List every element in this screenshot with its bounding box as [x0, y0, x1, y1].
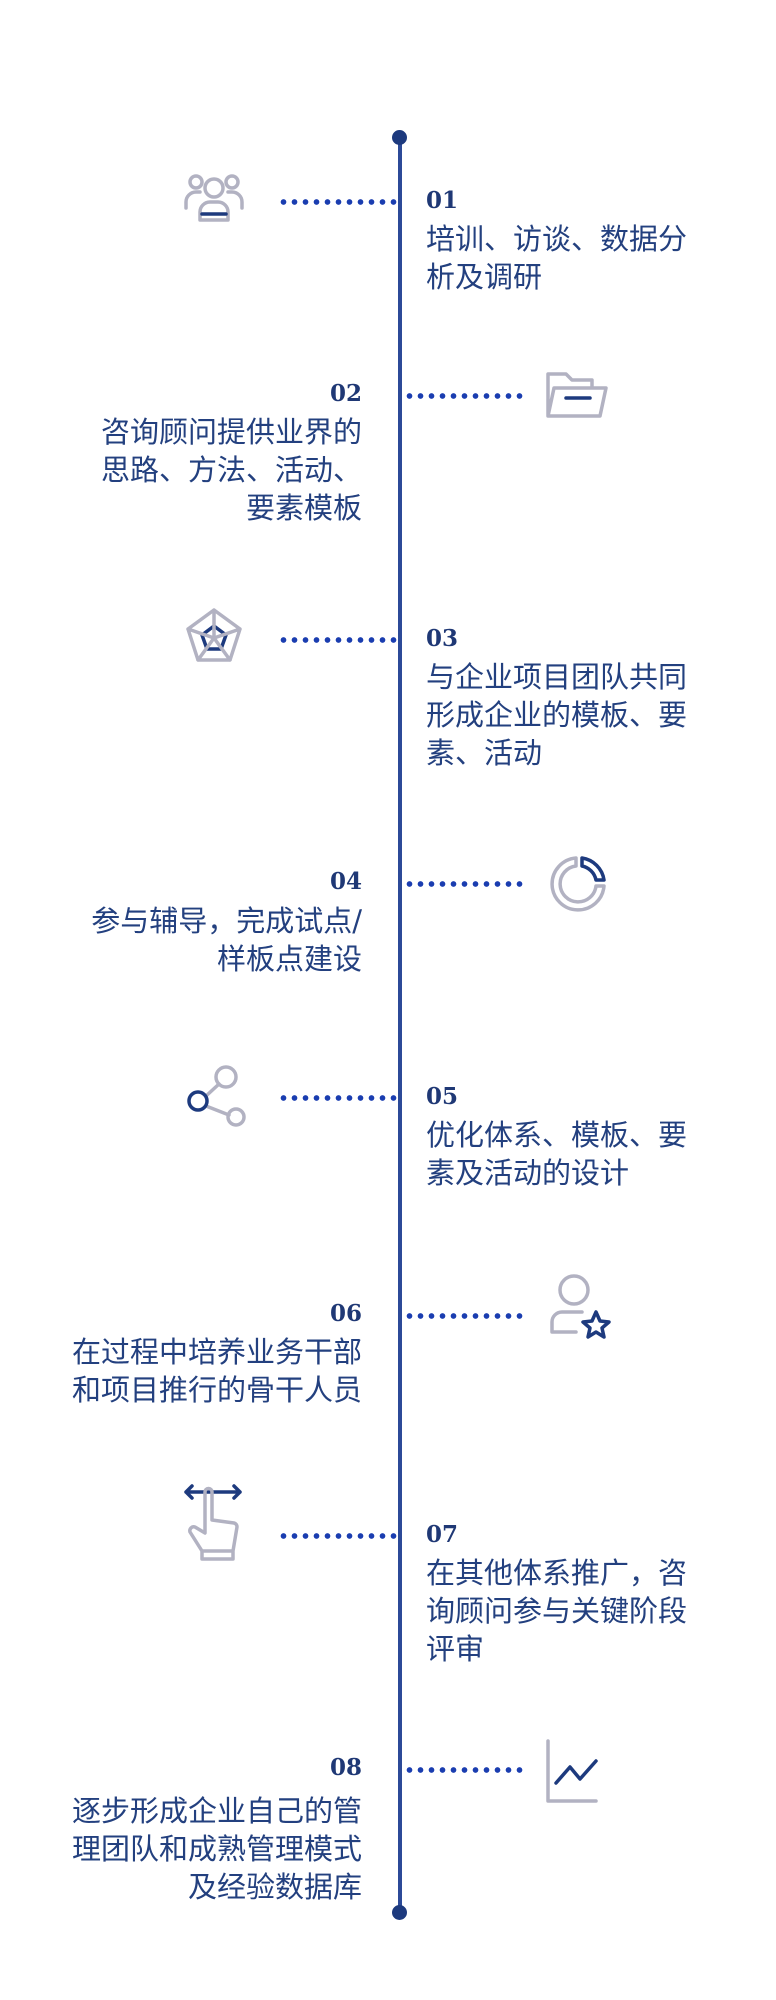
step-text-line: 在其他体系推广，咨 [426, 1556, 688, 1590]
timeline-end-dot [392, 1905, 407, 1920]
step-text-line: 逐步形成企业自己的管 [71, 1794, 362, 1828]
step-description: 培训、访谈、数据分析及调研 [426, 220, 687, 296]
step-text-line: 评审 [426, 1632, 485, 1666]
step-text-line: 和项目推行的骨干人员 [71, 1373, 362, 1407]
line-chart-icon [540, 1735, 624, 1819]
connector-dots [404, 1767, 524, 1773]
step-text-line: 理团队和成熟管理模式 [71, 1832, 362, 1866]
step-description: 咨询顾问提供业界的思路、方法、活动、要素模板 [101, 413, 362, 527]
step-text-line: 素及活动的设计 [426, 1156, 630, 1190]
step-text-line: 与企业项目团队共同 [426, 660, 688, 694]
step-description: 参与辅导，完成试点/样板点建设 [91, 902, 362, 978]
connector-dots [404, 881, 524, 887]
step-description: 在其他体系推广，咨询顾问参与关键阶段评审 [426, 1554, 687, 1668]
step-text-line: 参与辅导，完成试点/ [91, 904, 362, 938]
step-description: 在过程中培养业务干部和项目推行的骨干人员 [72, 1333, 362, 1409]
connector-dots [278, 637, 398, 643]
step-description: 逐步形成企业自己的管理团队和成熟管理模式及经验数据库 [72, 1792, 362, 1906]
user-star-icon [536, 1266, 620, 1350]
step-text-line: 思路、方法、活动、 [100, 453, 362, 487]
people-group-icon [172, 160, 256, 244]
step-number: 01 [426, 187, 459, 214]
connector-dots [278, 199, 398, 205]
step-text-line: 素、活动 [426, 736, 543, 770]
step-number: 04 [329, 868, 362, 895]
step-description: 优化体系、模板、要素及活动的设计 [426, 1116, 687, 1192]
step-text-line: 要素模板 [245, 491, 362, 525]
step-number: 07 [426, 1521, 459, 1548]
step-text-line: 培训、访谈、数据分 [426, 222, 688, 256]
connector-dots [278, 1533, 398, 1539]
step-text-line: 咨询顾问提供业界的 [100, 415, 362, 449]
step-text-line: 析及调研 [426, 260, 543, 294]
step-number: 02 [329, 380, 362, 407]
connector-dots [404, 393, 524, 399]
radar-chart-icon [172, 596, 256, 680]
timeline-axis [398, 140, 402, 1912]
share-nodes-icon [172, 1055, 256, 1139]
connector-dots [278, 1095, 398, 1101]
step-text-line: 及经验数据库 [187, 1870, 362, 1904]
step-number: 08 [329, 1754, 362, 1781]
donut-chart-icon [536, 842, 620, 926]
step-number: 06 [329, 1300, 362, 1327]
step-number: 03 [426, 625, 459, 652]
step-text-line: 样板点建设 [216, 942, 362, 976]
step-text-line: 询顾问参与关键阶段 [426, 1594, 688, 1628]
step-text-line: 在过程中培养业务干部 [71, 1335, 362, 1369]
step-number: 05 [426, 1083, 459, 1110]
step-description: 与企业项目团队共同形成企业的模板、要素、活动 [426, 658, 687, 772]
connector-dots [404, 1313, 524, 1319]
timeline-start-dot [392, 130, 407, 145]
step-text-line: 形成企业的模板、要 [426, 698, 688, 732]
folder-icon [536, 354, 620, 438]
swipe-hand-icon [172, 1480, 256, 1564]
step-text-line: 优化体系、模板、要 [426, 1118, 688, 1152]
